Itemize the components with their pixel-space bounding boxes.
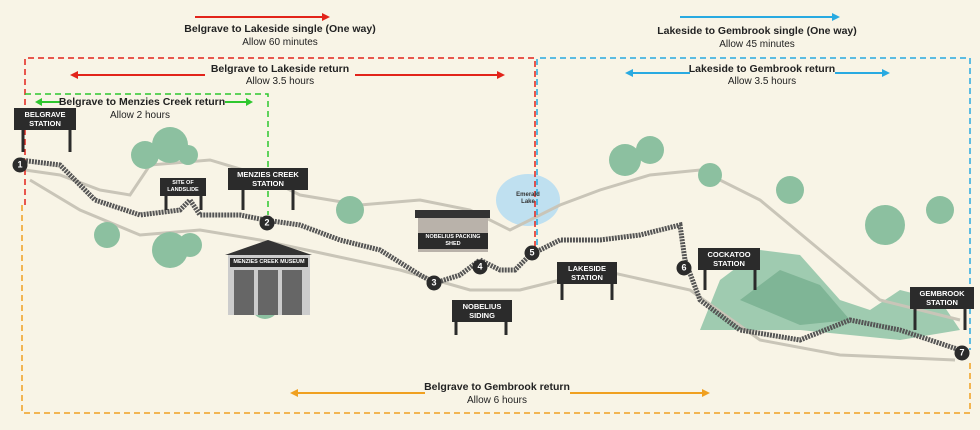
route-title-belgrave-gembrook-return: Belgrave to Gembrook return xyxy=(424,381,570,393)
route-title-lakeside-gembrook-return: Lakeside to Gembrook return xyxy=(688,63,836,75)
route-time-belgrave-lakeside-single: Allow 60 minutes xyxy=(242,37,318,48)
sign-posts xyxy=(21,128,967,335)
walking-path xyxy=(24,158,961,322)
hill xyxy=(700,250,960,340)
route-time-belgrave-lakeside-return: Allow 3.5 hours xyxy=(245,76,315,87)
route-time-belgrave-gembrook-return: Allow 6 hours xyxy=(466,395,528,406)
sign-belgrave-station: Belgrave Station xyxy=(14,108,76,130)
stop-marker-5: 5 xyxy=(524,245,540,261)
route-time-lakeside-gembrook-return: Allow 3.5 hours xyxy=(727,76,797,87)
menzies-creek-museum xyxy=(225,240,312,315)
route-time-belgrave-menzies-return: Allow 2 hours xyxy=(109,110,171,121)
hill xyxy=(740,270,850,325)
route-title-belgrave-lakeside-single: Belgrave to Lakeside single (One way) xyxy=(184,23,376,35)
sign-menzies-creek-museum: Menzies Creek Museum xyxy=(230,258,308,267)
stop-marker-1: 1 xyxy=(12,157,28,173)
route-title-belgrave-lakeside-return: Belgrave to Lakeside return xyxy=(210,63,350,75)
stop-marker-2: 2 xyxy=(259,215,275,231)
sign-menzies-creek-station: Menzies Creek Station xyxy=(228,168,308,190)
stop-marker-6: 6 xyxy=(676,260,692,276)
trees xyxy=(94,127,954,319)
railway-track xyxy=(19,157,961,353)
route-arrows xyxy=(35,13,890,397)
route-time-lakeside-gembrook-single: Allow 45 minutes xyxy=(719,39,795,50)
sign-gembrook-station: Gembrook Station xyxy=(910,287,974,309)
label-emerald-lake: Emerald Lake xyxy=(516,192,540,205)
sign-cockatoo-station: Cockatoo Station xyxy=(698,248,760,270)
route-title-lakeside-gembrook-single: Lakeside to Gembrook single (One way) xyxy=(657,25,857,37)
sign-lakeside-station: Lakeside Station xyxy=(557,262,617,284)
sign-nobelius-packing-shed: Nobelius Packing Shed xyxy=(418,233,488,249)
stop-marker-3: 3 xyxy=(426,275,442,291)
route-title-belgrave-menzies-return: Belgrave to Menzies Creek return xyxy=(58,96,226,108)
stop-marker-7: 7 xyxy=(954,345,970,361)
sign-site-of-landslide: Site of Landslide xyxy=(160,178,206,196)
sign-nobelius-siding: Nobelius Siding xyxy=(452,300,512,322)
stop-marker-4: 4 xyxy=(472,259,488,275)
